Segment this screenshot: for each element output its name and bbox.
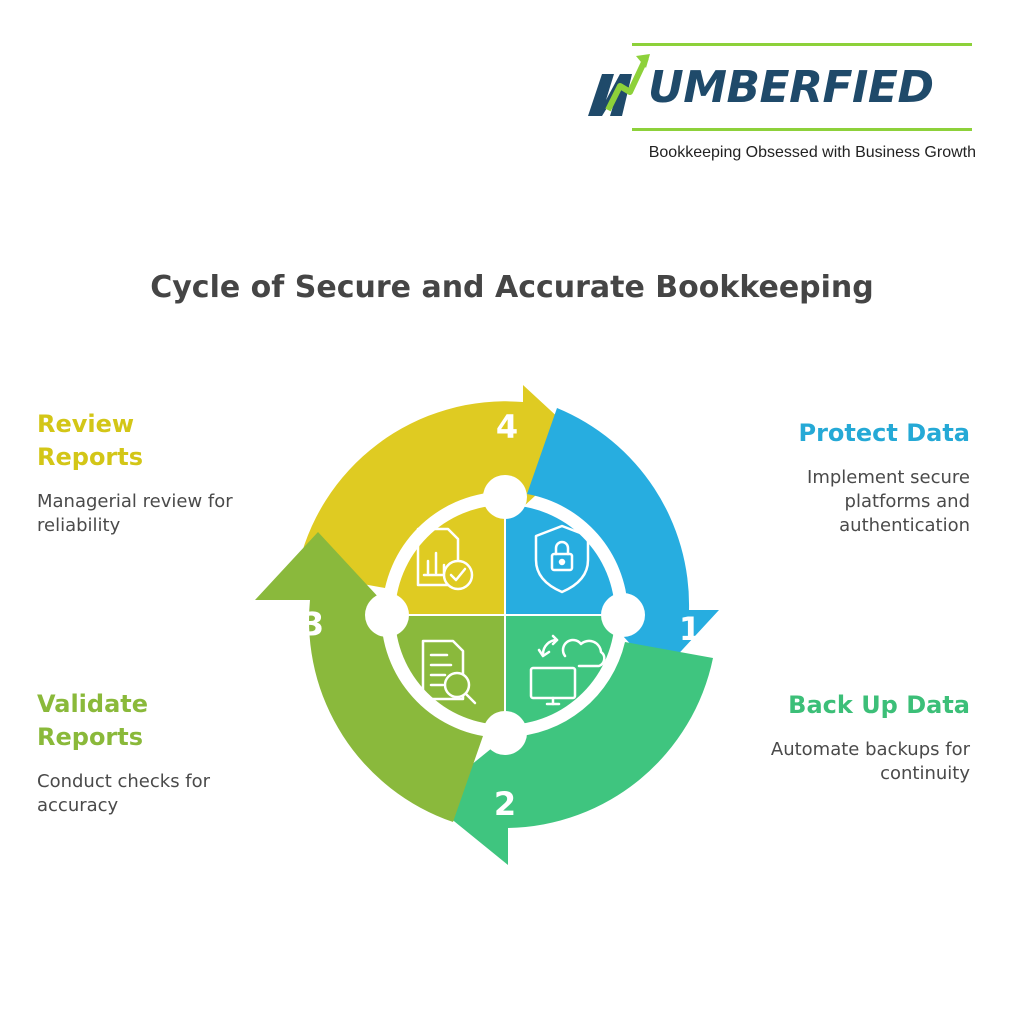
logo-n-arrow-icon [588, 54, 650, 116]
notch-right [601, 593, 645, 637]
step-4-title: Review Reports [37, 410, 144, 471]
step-3-title: Validate Reports [37, 690, 149, 751]
brand-name: UMBERFIED [648, 62, 934, 113]
report-check-icon [416, 527, 474, 591]
notch-bottom [483, 711, 527, 755]
brand-rule-bottom [632, 128, 972, 131]
step-number-4: 4 [496, 408, 518, 446]
step-number-3: 3 [302, 605, 324, 643]
step-1-description: Implement secure platforms and authentic… [807, 467, 970, 536]
quadrant-review [395, 505, 505, 615]
step-4-description: Managerial review for reliability [37, 491, 233, 536]
step-2-description: Automate backups for continuity [770, 739, 970, 784]
notch-left [365, 593, 409, 637]
document-search-icon [421, 639, 477, 705]
step-number-1: 1 [679, 610, 701, 648]
shield-lock-icon [534, 524, 590, 594]
arrow-ring-segment-2 [428, 642, 713, 865]
step-3-description: Conduct checks for accuracy [37, 771, 211, 816]
step-2-title: Back Up Data [788, 691, 970, 719]
arrow-ring-segment-4 [297, 385, 589, 588]
step-1-title: Protect Data [798, 419, 970, 447]
step-number-2: 2 [494, 785, 516, 823]
notch-top [483, 475, 527, 519]
arrow-ring-segment-3 [255, 532, 483, 822]
arrow-ring-segment-1 [527, 408, 719, 675]
brand-logo: UMBERFIED Bookkeeping Obsessed with Busi… [580, 40, 980, 170]
cloud-sync-monitor-icon [529, 634, 606, 706]
page-title: Cycle of Secure and Accurate Bookkeeping [150, 270, 874, 305]
cycle-diagram: 4 1 2 3 [255, 385, 719, 865]
brand-tagline: Bookkeeping Obsessed with Business Growt… [648, 144, 976, 161]
brand-rule-top [632, 43, 972, 46]
